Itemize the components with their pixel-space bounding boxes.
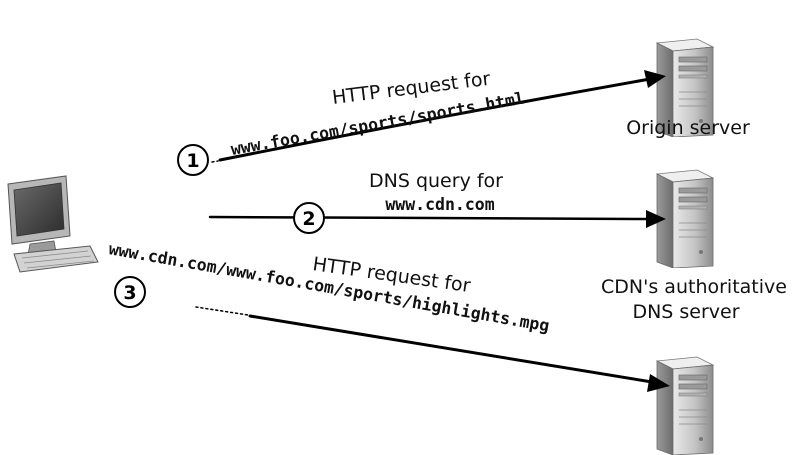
cdn-dns-server-label-line2: DNS server [632, 301, 739, 323]
step-3-badge: 3 [114, 276, 146, 308]
step-2-detail: www.cdn.com [385, 195, 494, 214]
step-3-detail: www.cdn.com/www.foo.com/sports/highlight… [107, 239, 551, 335]
step-1-badge: 1 [177, 144, 209, 176]
step-2-number: 2 [302, 208, 315, 230]
step-3-arrow [195, 306, 670, 392]
step-2-title: DNS query for [369, 170, 503, 192]
desktop-computer-icon [7, 175, 99, 273]
step-2-badge: 2 [293, 202, 325, 234]
step-1-arrow [211, 70, 666, 163]
cdn-content-server-icon [656, 356, 714, 455]
origin-server-label: Origin server [626, 117, 750, 139]
cdn-dns-server-label-line1: CDN's authoritative [601, 276, 787, 298]
step-1-number: 1 [186, 150, 199, 172]
step-2-arrow [208, 210, 666, 228]
step-3-number: 3 [123, 282, 136, 304]
